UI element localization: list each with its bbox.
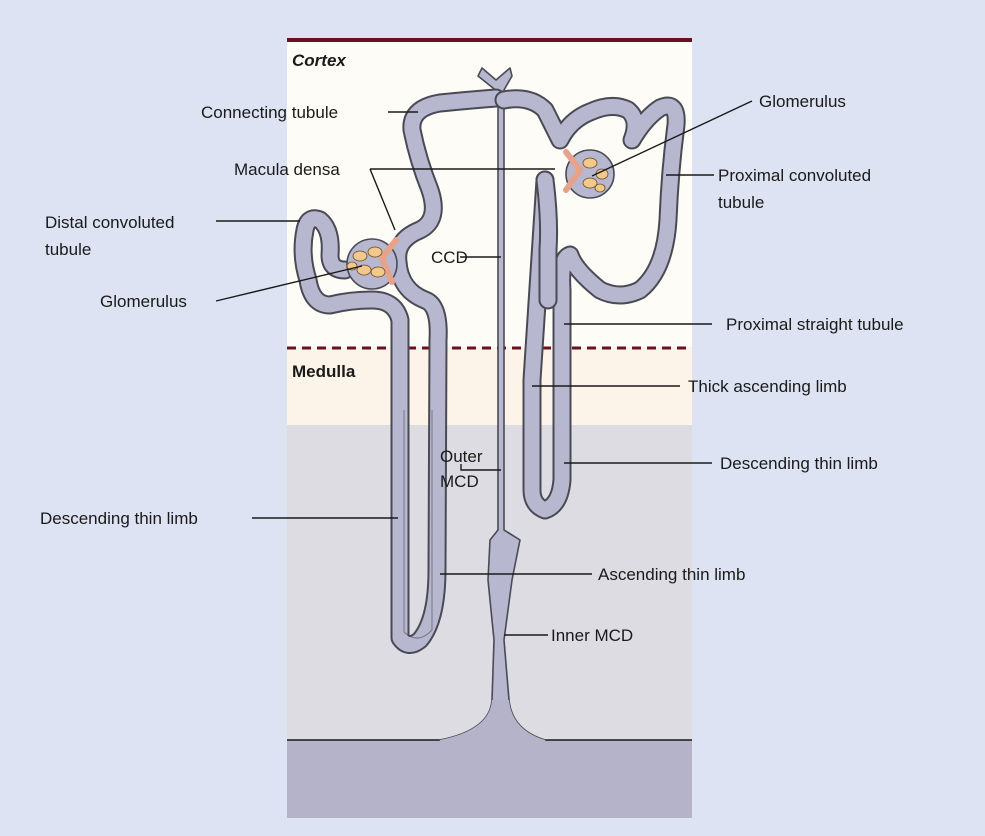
proximal-convoluted-label-line2: tubule bbox=[718, 193, 764, 212]
descending-thin-limb-left-label: Descending thin limb bbox=[40, 509, 198, 528]
proximal-convoluted-label-line1: Proximal convoluted bbox=[718, 166, 871, 185]
medulla-label: Medulla bbox=[292, 362, 356, 381]
distal-convoluted-label-line1: Distal convoluted bbox=[45, 213, 174, 232]
descending-thin-limb-right-label: Descending thin limb bbox=[720, 454, 878, 473]
ccd-label: CCD bbox=[431, 248, 468, 267]
ascending-thin-limb-label: Ascending thin limb bbox=[598, 565, 745, 584]
outer-mcd-label-line1: Outer bbox=[440, 447, 483, 466]
outer-mcd-label-line2: MCD bbox=[440, 472, 479, 491]
glomerulus-right-label: Glomerulus bbox=[759, 92, 846, 111]
connecting-tubule-label: Connecting tubule bbox=[201, 103, 338, 122]
distal-convoluted-label-line2: tubule bbox=[45, 240, 91, 259]
cortex-label: Cortex bbox=[292, 51, 347, 70]
glomerulus-left-label: Glomerulus bbox=[100, 292, 187, 311]
proximal-straight-tubule-label: Proximal straight tubule bbox=[726, 315, 904, 334]
inner-mcd-label: Inner MCD bbox=[551, 626, 633, 645]
thick-ascending-limb-label: Thick ascending limb bbox=[688, 377, 847, 396]
glomerulus-left-graphic bbox=[347, 239, 397, 289]
glomerulus-right-graphic bbox=[566, 150, 614, 198]
macula-densa-label: Macula densa bbox=[234, 160, 340, 179]
